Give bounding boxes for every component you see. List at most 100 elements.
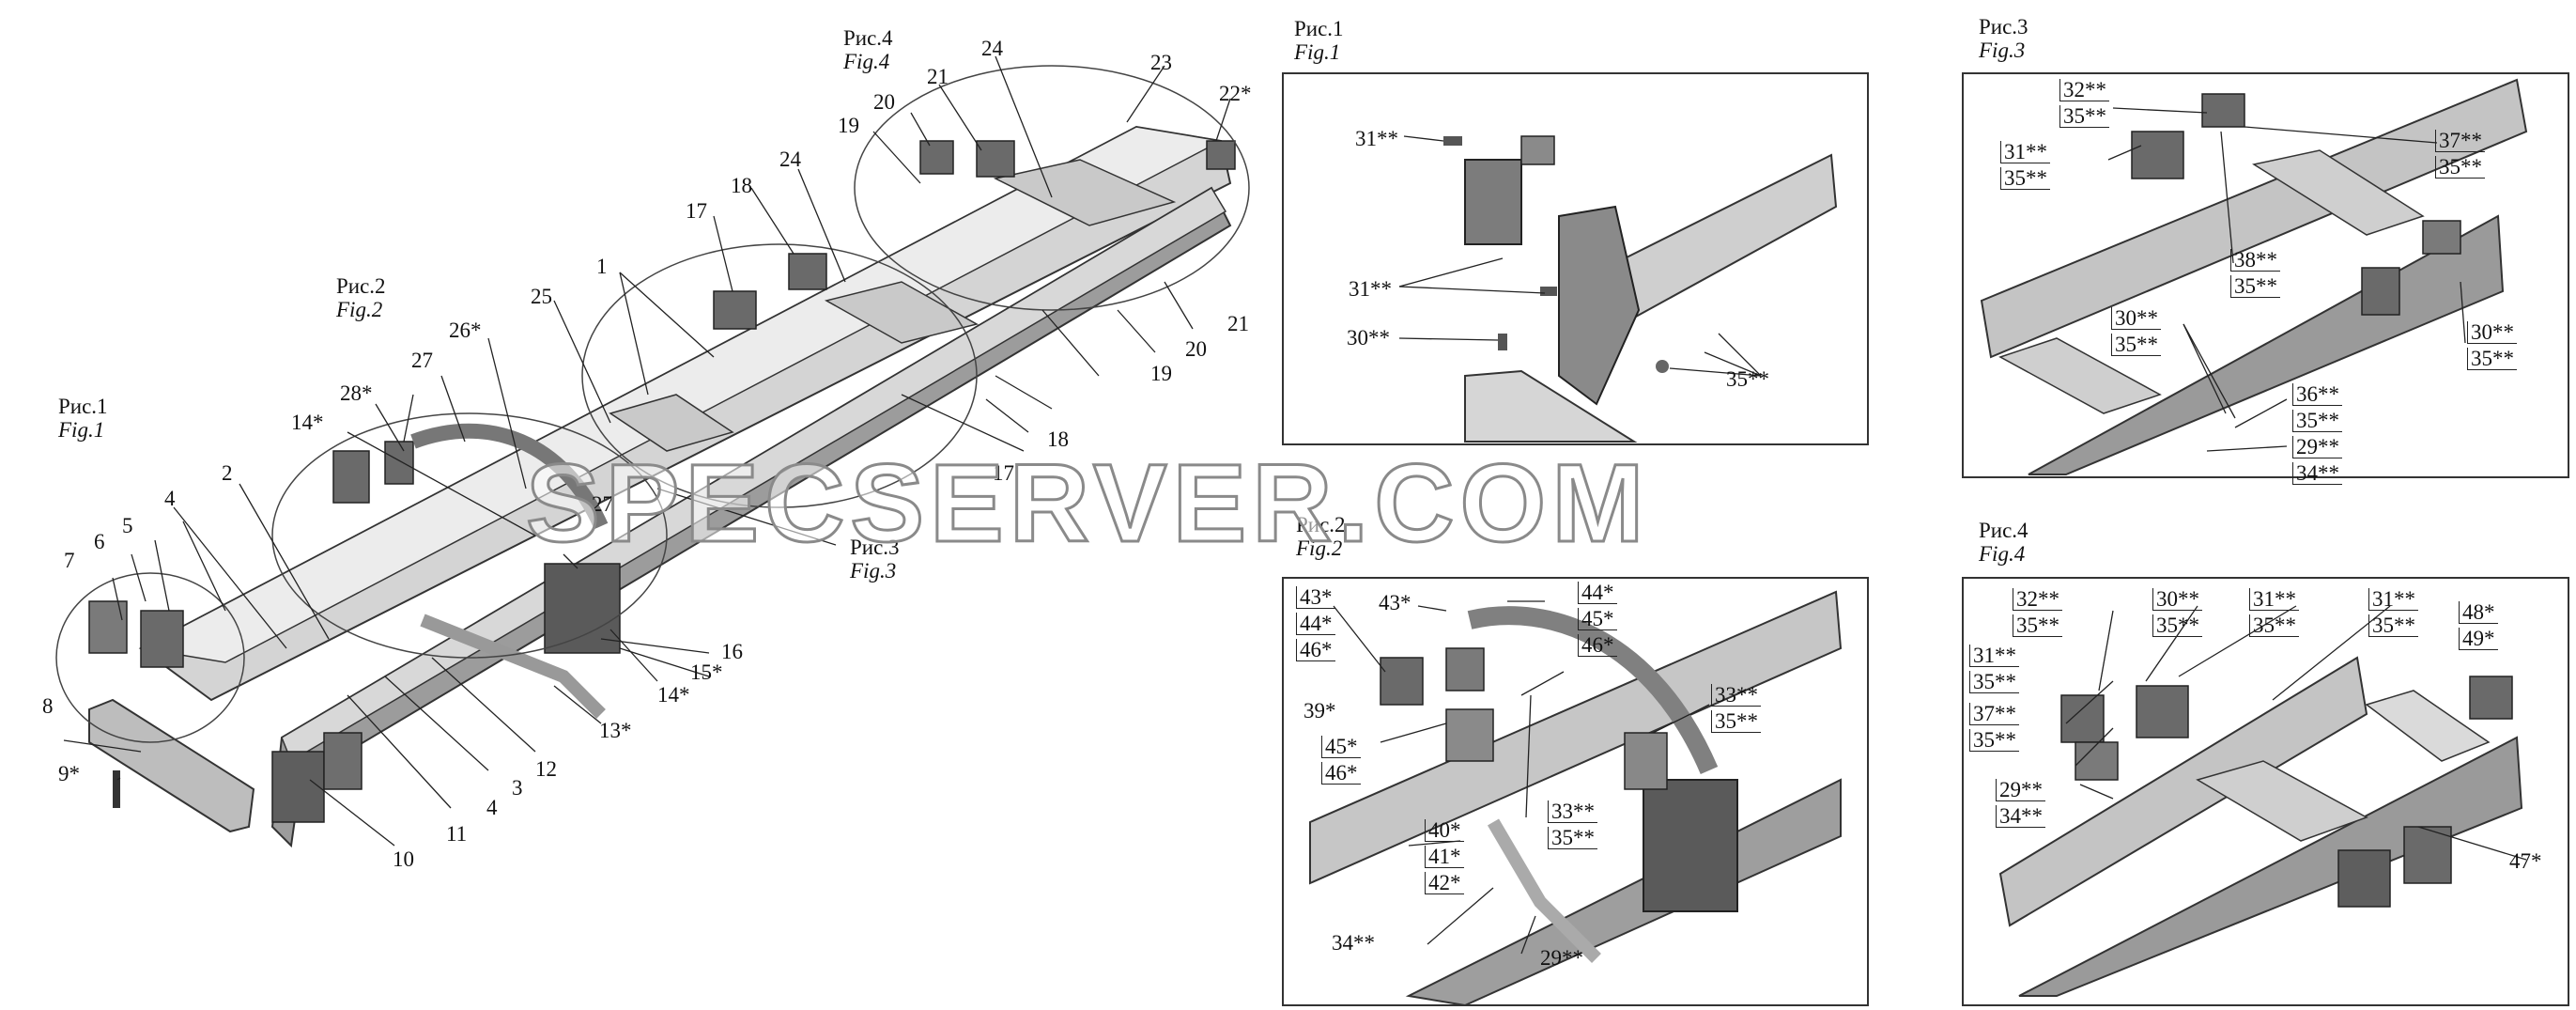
panel3-art [1980, 78, 2528, 475]
p2-callout-45b: 45* [1578, 608, 1617, 630]
fig1-main-ru: Рис.1 [58, 395, 108, 418]
watermark: SPECSERVER.COM [525, 441, 1650, 567]
panel4-bracket-a [2060, 694, 2105, 743]
panel1-nut [1656, 360, 1669, 373]
bracket-28 [384, 441, 414, 485]
p1-callout-35: 35** [1726, 367, 1769, 391]
bracket-17 [713, 290, 757, 330]
fig4-main-ru: Рис.4 [843, 26, 893, 50]
p2-callout-44b: 44* [1578, 582, 1617, 604]
panel4-cross-member [2196, 760, 2368, 842]
panel1-bolt-c [1498, 334, 1507, 350]
p4-callout-35c: 35** [2249, 614, 2299, 637]
panel4-bracket-47 [2403, 826, 2452, 884]
p4-callout-35f: 35** [1969, 729, 2019, 752]
main-callout-14a: 14* [291, 411, 324, 434]
p2-callout-35a: 35** [1711, 710, 1761, 733]
main-callout-21a: 21 [927, 65, 949, 88]
bracket-11 [323, 732, 362, 790]
main-callout-24a: 24 [981, 37, 1003, 60]
panel3-cross-member [2252, 149, 2425, 236]
main-callout-17b: 17 [993, 461, 1014, 485]
p2-callout-33a: 33** [1711, 684, 1761, 707]
main-callout-3: 3 [512, 776, 523, 800]
panel2-bracket-45 [1445, 708, 1494, 762]
p2-callout-45c: 45* [1321, 736, 1361, 758]
p2-callout-44a: 44* [1296, 613, 1335, 635]
p2-callout-46b: 46* [1578, 634, 1617, 657]
p4-callout-34: 34** [1996, 805, 2045, 828]
p4-callout-47: 47* [2509, 849, 2542, 873]
panel4-rail-upper [1998, 656, 2368, 927]
panel1-bracket-top [1520, 135, 1555, 165]
fig1-panel-en: Fig.1 [1294, 40, 1341, 65]
main-callout-23: 23 [1150, 51, 1172, 74]
main-callout-8: 8 [42, 694, 54, 718]
p3-callout-35c: 35** [2435, 156, 2485, 179]
panel1-bolt-a [1443, 136, 1462, 146]
p3-callout-38: 38** [2230, 249, 2280, 272]
fig4-panel-title: Рис.4 Fig.4 [1979, 519, 2028, 567]
p3-callout-35e: 35** [2111, 334, 2161, 356]
detail-circle-fig3 [581, 243, 978, 508]
main-callout-7: 7 [64, 549, 75, 572]
main-callout-10: 10 [393, 847, 414, 871]
p1-callout-31b: 31** [1349, 277, 1392, 301]
fig1-main-en: Fig.1 [58, 418, 105, 443]
panel1-front-bracket [1558, 205, 1641, 406]
main-callout-22: 22* [1219, 82, 1252, 105]
p4-callout-37: 37** [1969, 703, 2019, 725]
p3-callout-35b: 35** [2000, 167, 2050, 190]
panel2-spring [1487, 818, 1601, 963]
detail-circle-fig1 [55, 572, 245, 743]
p2-callout-41: 41* [1425, 846, 1464, 868]
main-callout-20a: 20 [873, 90, 895, 114]
main-callout-5: 5 [122, 514, 133, 537]
p3-callout-35f: 35** [2467, 348, 2517, 370]
fig3-panel-ru: Рис.3 [1979, 15, 2028, 39]
p3-callout-36: 36** [2292, 383, 2342, 406]
bracket-21 [976, 140, 1015, 178]
p4-callout-31c: 31** [1969, 645, 2019, 667]
p2-callout-35b: 35** [1548, 827, 1597, 849]
main-callout-19b: 19 [1150, 362, 1172, 385]
main-callout-21b: 21 [1227, 312, 1249, 335]
main-callout-13: 13* [599, 719, 632, 742]
panel4-bracket-48 [2469, 676, 2513, 720]
p4-callout-31a: 31** [2249, 588, 2299, 611]
panel1-bracket-left [1464, 159, 1522, 245]
fig4-main-en: Fig.4 [843, 50, 890, 74]
p2-callout-43a: 43* [1296, 586, 1335, 609]
panel1-beam [1464, 369, 1638, 443]
fig2-main-ru: Рис.2 [336, 274, 386, 298]
panel4-cross-member-2 [2365, 690, 2491, 762]
panel2-bracket-39 [1380, 657, 1424, 706]
main-callout-12: 12 [535, 757, 557, 781]
p3-callout-30a: 30** [2111, 307, 2161, 330]
main-callout-9: 9* [58, 762, 80, 785]
panel2-large-bracket [1643, 779, 1738, 912]
p4-callout-32: 32** [2013, 588, 2062, 611]
p4-callout-48: 48* [2459, 601, 2498, 624]
stabilizer-bar-26 [410, 423, 609, 530]
main-callout-1: 1 [596, 255, 608, 278]
p2-callout-46a: 46* [1296, 639, 1335, 661]
p2-callout-39: 39* [1303, 699, 1336, 723]
p1-callout-31a: 31** [1355, 127, 1398, 150]
p3-callout-29: 29** [2292, 436, 2342, 458]
main-callout-19a: 19 [838, 114, 859, 137]
main-callout-11: 11 [446, 822, 468, 846]
fig1-panel-title: Рис.1 Fig.1 [1294, 17, 1344, 65]
fig4-panel-en: Fig.4 [1979, 542, 2026, 567]
p2-callout-34: 34** [1332, 931, 1375, 955]
main-callout-17a: 17 [686, 199, 707, 223]
front-bumper-beam [88, 698, 255, 833]
main-callout-16: 16 [721, 640, 743, 663]
panel2-art [1309, 590, 1843, 1007]
fig4-panel-ru: Рис.4 [1979, 519, 2028, 542]
fig2-panel-ru: Рис.2 [1296, 513, 1346, 536]
leaf-spring-13 [420, 614, 606, 719]
p4-callout-35e: 35** [1969, 671, 2019, 693]
p3-callout-35g: 35** [2292, 410, 2342, 432]
p3-callout-32: 32** [2059, 79, 2109, 101]
